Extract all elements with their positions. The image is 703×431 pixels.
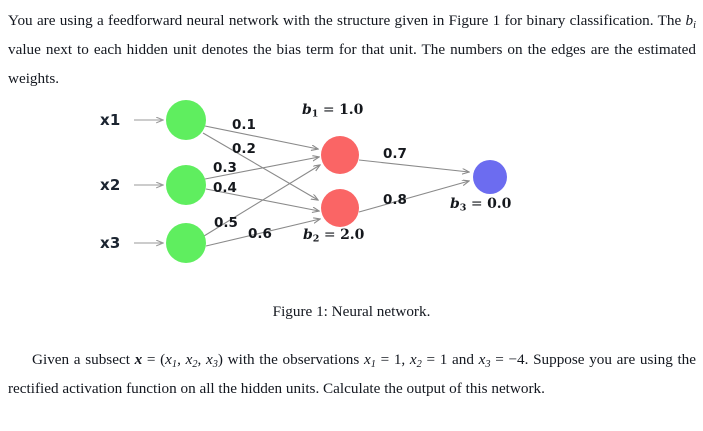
weight-label-h1-out: 0.7 <box>383 146 407 162</box>
weight-label-x3-h1: 0.5 <box>214 215 238 231</box>
x1-letter: x <box>165 351 172 368</box>
bias-b3-var: b <box>450 196 460 212</box>
question-segment-4: Suppose you are using the rectified acti… <box>8 351 697 397</box>
bias-b1-sub: 1 <box>311 108 319 120</box>
obs-x1-subscript: 1 <box>370 358 376 370</box>
bias-b1-eq: = <box>318 102 340 118</box>
bias-label-b1: b1 = 1.0 <box>302 102 364 120</box>
obs-x3-value: = −4. <box>490 351 529 368</box>
bias-label-b3: b3 = 0.0 <box>450 196 512 214</box>
bias-b2-value: 2.0 <box>340 227 365 243</box>
x3-letter: x <box>205 351 213 368</box>
bias-variable-letter: b <box>685 12 694 29</box>
edge-h1-out <box>358 159 469 172</box>
edge-x3-h1 <box>203 165 320 237</box>
x1-subscript: 1 <box>171 358 178 370</box>
weight-label-x1-h2: 0.2 <box>232 141 256 157</box>
input-node-x1 <box>166 100 206 140</box>
input-label-x3: x3 <box>100 234 121 252</box>
hidden-node-1 <box>321 136 359 174</box>
question-segment-3: ) with the observations <box>217 351 364 368</box>
intro-segment-2: value next to each hidden unit denotes t… <box>8 41 696 87</box>
x1-symbol: x1 <box>165 351 178 370</box>
obs-x1-symbol: x1 <box>363 351 376 370</box>
figure-caption: Figure 1: Neural network. <box>272 303 431 320</box>
bias-b3-eq: = <box>466 196 488 212</box>
obs-x1-letter: x <box>363 351 371 368</box>
x2-letter: x <box>185 351 193 368</box>
bias-b1-var: b <box>302 102 312 118</box>
edges-input-to-hidden <box>202 125 320 247</box>
input-label-x1: x1 <box>100 111 121 129</box>
weight-label-x2-h2: 0.4 <box>213 180 237 196</box>
obs-x2-subscript: 2 <box>416 358 422 370</box>
input-label-x2: x2 <box>100 176 121 194</box>
input-node-x3 <box>166 223 206 263</box>
obs-x3-letter: x <box>478 351 486 368</box>
edges-hidden-to-output <box>358 159 469 213</box>
bias-b1-value: 1.0 <box>339 102 364 118</box>
obs-x2-letter: x <box>409 351 417 368</box>
input-node-x2 <box>166 165 206 205</box>
bias-variable-subscript: i <box>693 19 696 31</box>
edge-x2-h1 <box>204 157 319 180</box>
weight-label-h2-out: 0.8 <box>383 192 407 208</box>
x3-symbol: x3 <box>205 351 218 370</box>
edge-h2-out <box>358 181 469 213</box>
bias-b3-value: 0.0 <box>487 196 512 212</box>
x3-subscript: 3 <box>212 358 218 370</box>
edge-x3-h2 <box>205 219 320 247</box>
question-segment-1: Given a subsect <box>32 351 135 368</box>
x2-subscript: 2 <box>192 358 198 370</box>
comma-2: , <box>197 351 206 368</box>
edge-x1-h2 <box>202 132 318 200</box>
x2-symbol: x2 <box>185 351 198 370</box>
obs-x3-subscript: 3 <box>485 358 491 370</box>
obs-x1-value: = 1, <box>375 351 410 368</box>
weight-label-x1-h1: 0.1 <box>232 117 256 133</box>
bias-b2-sub: 2 <box>312 233 320 245</box>
intro-segment-1: You are using a feedforward neural netwo… <box>8 12 686 29</box>
vector-x-symbol: x <box>134 351 143 368</box>
bias-b3-sub: 3 <box>459 202 467 214</box>
question-paragraph: Given a subsect x = (x1, x2, x3) with th… <box>8 345 696 403</box>
output-node-1 <box>473 160 507 194</box>
weight-label-x3-h2: 0.6 <box>248 226 272 242</box>
weight-label-x2-h1: 0.3 <box>213 160 237 176</box>
bias-label-b2: b2 = 2.0 <box>303 227 365 245</box>
obs-x2-symbol: x2 <box>409 351 422 370</box>
bias-variable-symbol: bi <box>685 12 696 31</box>
network-graph-svg <box>134 100 507 263</box>
question-segment-2: = ( <box>142 351 166 368</box>
bias-b2-eq: = <box>319 227 341 243</box>
obs-x3-symbol: x3 <box>478 351 491 370</box>
intro-paragraph: You are using a feedforward neural netwo… <box>8 6 696 93</box>
obs-x2-value: = 1 and <box>421 351 479 368</box>
hidden-node-2 <box>321 189 359 227</box>
output-layer-nodes <box>473 160 507 194</box>
input-layer-nodes <box>166 100 206 263</box>
hidden-layer-nodes <box>321 136 359 227</box>
neural-network-figure: x1 x2 x3 0.1 0.2 0.3 0.4 0.5 0.6 0.7 0.8… <box>0 88 703 288</box>
edge-x1-h1 <box>204 125 318 149</box>
bias-b2-var: b <box>303 227 313 243</box>
input-feed-arrows <box>134 120 163 243</box>
comma-1: , <box>177 351 186 368</box>
